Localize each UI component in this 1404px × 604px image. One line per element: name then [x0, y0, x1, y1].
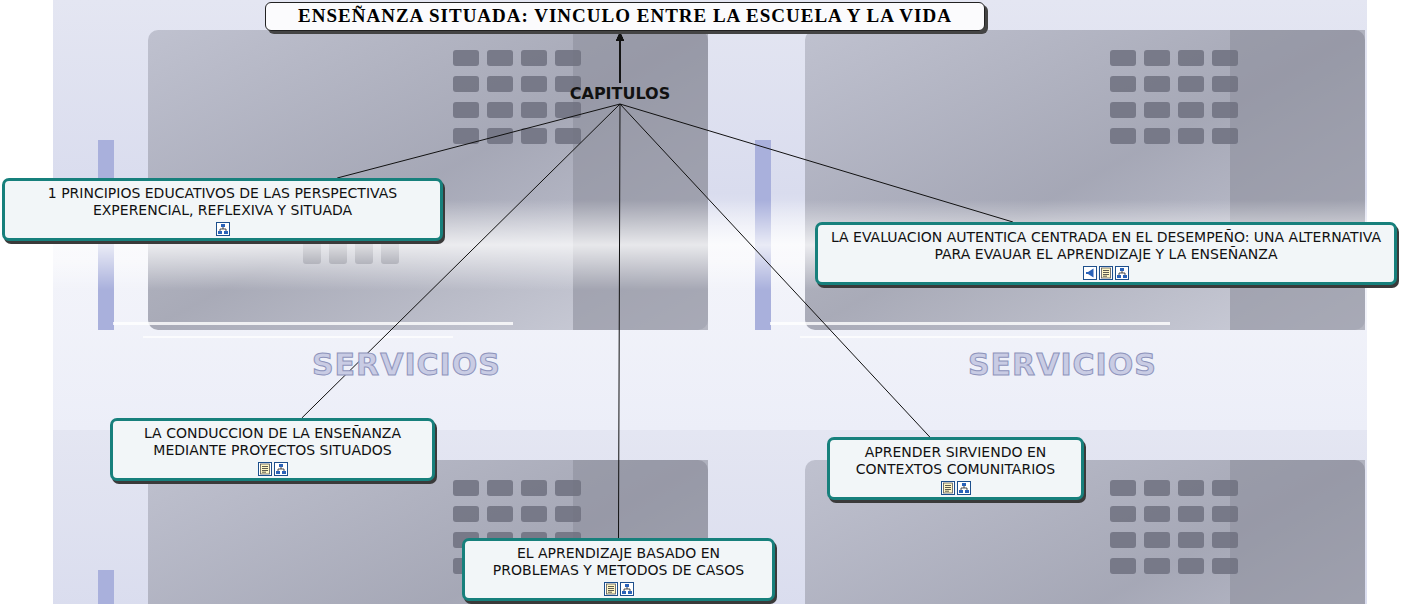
document-icon	[1099, 266, 1113, 280]
chapter-box: LA CONDUCCION DE LA ENSEÑANZA MEDIANTE P…	[110, 418, 435, 481]
chapter-box: LA EVALUACION AUTENTICA CENTRADA EN EL D…	[815, 222, 1397, 285]
chapter-box: 1 PRINCIPIOS EDUCATIVOS DE LAS PERSPECTI…	[2, 178, 443, 241]
linking-phrase: CAPITULOS	[567, 84, 673, 103]
chapter-text: LA EVALUACION AUTENTICA CENTRADA EN EL D…	[828, 229, 1384, 263]
watermark: SERVICIOS	[968, 347, 1157, 382]
title-text: ENSEÑANZA SITUADA: VINCULO ENTRE LA ESCU…	[280, 6, 970, 26]
resource-icons	[818, 266, 1394, 281]
chapter-box: APRENDER SIRVIENDO EN CONTEXTOS COMUNITA…	[827, 437, 1084, 500]
connector-line	[619, 32, 621, 538]
document-icon	[604, 582, 618, 596]
document-icon	[258, 462, 272, 476]
chapter-text: EL APRENDIZAJE BASADO EN PROBLEMAS Y MET…	[475, 545, 762, 579]
chapter-box: EL APRENDIZAJE BASADO EN PROBLEMAS Y MET…	[462, 538, 775, 601]
concept-title-box: ENSEÑANZA SITUADA: VINCULO ENTRE LA ESCU…	[265, 2, 985, 31]
concept-map-icon	[216, 222, 230, 236]
concept-map-icon	[1115, 266, 1129, 280]
connector-line	[337, 32, 620, 178]
concept-map-icon	[957, 481, 971, 495]
resource-icons	[113, 462, 432, 477]
resource-icons	[465, 582, 772, 597]
watermark: SERVICIOS	[312, 347, 501, 382]
document-icon	[941, 481, 955, 495]
concept-map-icon	[274, 462, 288, 476]
sound-icon	[1083, 266, 1097, 280]
chapter-text: 1 PRINCIPIOS EDUCATIVOS DE LAS PERSPECTI…	[15, 185, 430, 219]
chapter-text: APRENDER SIRVIENDO EN CONTEXTOS COMUNITA…	[840, 444, 1071, 478]
resource-icons	[830, 481, 1081, 496]
concept-map-icon	[620, 582, 634, 596]
connector-line	[620, 32, 1013, 222]
chapter-text: LA CONDUCCION DE LA ENSEÑANZA MEDIANTE P…	[123, 425, 422, 459]
resource-icons	[5, 222, 440, 237]
